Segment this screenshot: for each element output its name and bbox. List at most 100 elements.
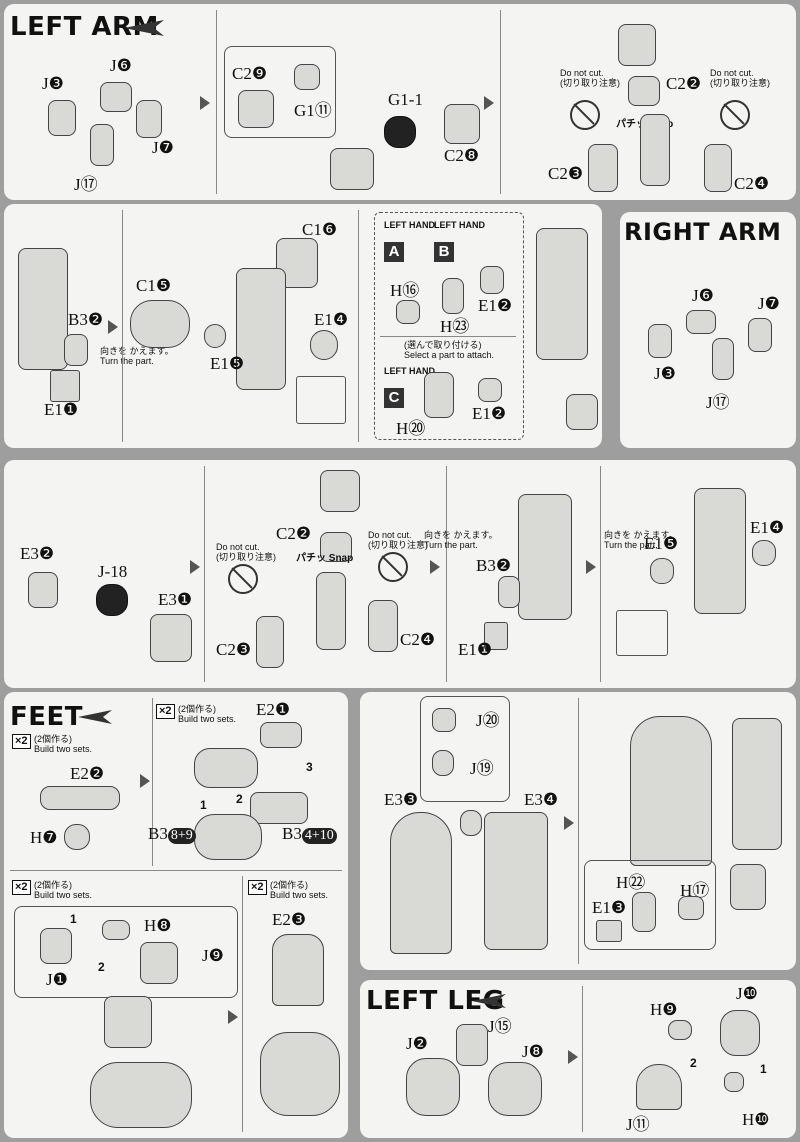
part-g1-11 <box>294 64 320 90</box>
step-arrow <box>484 96 494 110</box>
part-h20 <box>424 372 454 418</box>
part-rb3-2 <box>498 576 520 608</box>
part-j10 <box>720 1010 760 1056</box>
label-rc2-4: C2❹ <box>400 630 436 649</box>
subassembly-box <box>224 46 336 138</box>
label-e1-1: E1❶ <box>44 400 79 419</box>
label-j9: J❾ <box>202 946 224 965</box>
part-leg-frame <box>732 718 782 850</box>
label-c2-4: C2❹ <box>734 174 770 193</box>
label-h22: H㉒ <box>616 873 646 892</box>
label-e3-1: E3❶ <box>158 590 193 609</box>
part-h22 <box>632 892 656 932</box>
divider <box>578 698 579 964</box>
part-j7 <box>136 100 162 138</box>
part-h10 <box>724 1072 744 1092</box>
option-c: C <box>384 388 404 408</box>
part-e1-3 <box>596 920 622 942</box>
left-arm-panel: LEFT ARM J❸ J❻ J❼ J⑰ C2❾ G1⑪ G1-1 C2❽ Do… <box>4 4 796 200</box>
part-j1 <box>40 928 72 964</box>
part-rj17 <box>712 338 734 380</box>
part-j3 <box>48 100 76 136</box>
turn-note-2: 向きを かえます。Turn the part. <box>604 530 678 550</box>
label-lj2: J❷ <box>406 1034 428 1053</box>
no-cut-icon <box>378 552 408 582</box>
label-h9: H❾ <box>650 1000 678 1019</box>
part-c2-9 <box>238 90 274 128</box>
right-arm-panel-2: E3❷ J-18 E3❶ Do not cut.(切り取り注意) Do not … <box>4 460 796 688</box>
label-rj6: J❻ <box>692 286 714 305</box>
title-swoosh <box>78 710 112 724</box>
hand-a-label: LEFT HAND <box>384 220 435 230</box>
label-e2-2: E2❷ <box>70 764 105 783</box>
label-j17: J⑰ <box>74 175 98 194</box>
label-rc2-2: C2❷ <box>276 524 312 543</box>
label-e2-1: E2❶ <box>256 700 291 719</box>
part-lj2 <box>406 1058 460 1116</box>
build-two-icon: ×2 <box>12 734 31 749</box>
step-arrow <box>108 320 118 334</box>
label-rc2-3: C2❸ <box>216 640 252 659</box>
part-h16 <box>396 300 420 324</box>
divider <box>216 10 217 194</box>
part-e1-2-top <box>480 266 504 294</box>
part-rj6 <box>686 310 716 334</box>
snap-label: パチッ Snap <box>296 553 354 564</box>
part-foot-assy <box>104 996 152 1048</box>
label-re1-4: E1❹ <box>750 518 785 537</box>
part-foot-shell <box>90 1062 192 1128</box>
left-arm-panel-2: B3❷ 向きを かえます。Turn the part. E1❶ C1❻ C1❺ … <box>4 204 602 448</box>
part-c1-5 <box>130 300 190 348</box>
step-arrow <box>200 96 210 110</box>
label-e1-2-c: E1❷ <box>472 404 507 423</box>
label-j1: J❶ <box>46 970 68 989</box>
label-c2-2: C2❷ <box>666 74 702 93</box>
label-e1-3: E1❸ <box>592 898 627 917</box>
part-foot-mid <box>250 792 308 824</box>
build-two-icon: ×2 <box>248 880 267 895</box>
part-rarm-final <box>694 488 746 614</box>
label-e1-2: E1❷ <box>478 296 513 315</box>
option-a: A <box>384 242 404 262</box>
step-arrow <box>228 1010 238 1024</box>
separator <box>10 870 342 871</box>
part-e3-3 <box>390 812 452 954</box>
divider <box>446 466 447 682</box>
part-re1-1 <box>484 622 508 650</box>
part-j6 <box>100 82 132 112</box>
label-j19: J⑲ <box>470 759 494 778</box>
label-e3-3: E3❸ <box>384 790 419 809</box>
label-lj8: J❽ <box>522 1042 544 1061</box>
part-rc2-3 <box>256 616 284 668</box>
divider <box>582 986 583 1132</box>
part-e3-1 <box>150 614 192 662</box>
label-g1-11: G1⑪ <box>294 101 332 120</box>
part-rarm-center <box>316 572 346 650</box>
option-b: B <box>434 242 454 262</box>
part-j19 <box>432 750 454 776</box>
part-h7 <box>64 824 90 850</box>
label-h8: H❽ <box>144 916 172 935</box>
hand-c-label: LEFT HAND <box>384 366 435 376</box>
step-arrow <box>430 560 440 574</box>
label-e2-3: E2❸ <box>272 910 307 929</box>
label-h17: H⑰ <box>680 881 710 900</box>
label-h20: H⑳ <box>396 419 426 438</box>
no-cut-icon <box>720 100 750 130</box>
part-rj3 <box>648 324 672 358</box>
divider <box>122 210 123 442</box>
part-j17 <box>90 124 114 166</box>
build-two-note: (2個作る)Build two sets. <box>178 704 237 724</box>
part-rupper <box>518 494 572 620</box>
label-h16: H⑯ <box>390 281 420 300</box>
part-j20 <box>432 708 456 732</box>
select-note: (選んで取り付ける)Select a part to attach. <box>404 340 495 360</box>
nocut-note-right: Do not cut.(切り取り注意) <box>368 530 428 550</box>
part-b3-2 <box>64 334 88 366</box>
label-h7: H❼ <box>30 828 58 847</box>
hand-options-box <box>374 212 524 440</box>
part-rc2-4 <box>368 600 398 652</box>
part-g1-1 <box>384 116 416 148</box>
divider <box>500 10 501 194</box>
part-h8 <box>102 920 130 940</box>
